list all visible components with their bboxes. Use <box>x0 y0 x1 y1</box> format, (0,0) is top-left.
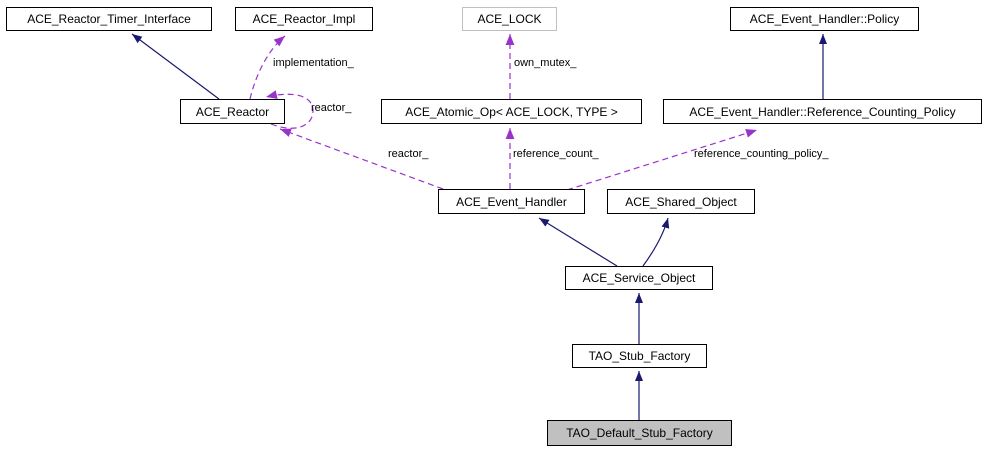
edge-label-reactor: reactor_ <box>388 148 429 160</box>
edge-inheritance-reactor-to-timer-interface <box>131 33 220 100</box>
edge-label-own-mutex: own_mutex_ <box>514 57 577 69</box>
node-ace-shared-object[interactable]: ACE_Shared_Object <box>607 189 755 214</box>
edge-inheritance-serviceobject-to-sharedobject <box>642 217 670 267</box>
edge-usage-reactor <box>279 128 444 190</box>
node-tao-stub-factory[interactable]: TAO_Stub_Factory <box>572 344 707 368</box>
edge-label-reactor-self: reactor_ <box>311 102 352 114</box>
node-ace-lock: ACE_LOCK <box>462 7 557 31</box>
node-ace-reactor-impl[interactable]: ACE_Reactor_Impl <box>235 7 373 31</box>
node-ace-reactor[interactable]: ACE_Reactor <box>180 99 285 124</box>
node-ace-event-handler-reference-counting-policy[interactable]: ACE_Event_Handler::Reference_Counting_Po… <box>663 99 982 124</box>
edge-label-reference-counting-policy: reference_counting_policy_ <box>694 148 829 160</box>
edge-inheritance-serviceobject-to-eventhandler <box>538 217 618 267</box>
edge-label-implementation: implementation_ <box>273 57 354 69</box>
node-ace-reactor-timer-interface[interactable]: ACE_Reactor_Timer_Interface <box>6 7 212 31</box>
node-ace-atomic-op[interactable]: ACE_Atomic_Op< ACE_LOCK, TYPE > <box>381 99 642 124</box>
edge-label-reference-count: reference_count_ <box>513 148 599 160</box>
node-ace-service-object[interactable]: ACE_Service_Object <box>565 266 713 290</box>
node-tao-default-stub-factory: TAO_Default_Stub_Factory <box>547 420 732 446</box>
node-ace-event-handler[interactable]: ACE_Event_Handler <box>438 189 585 214</box>
edge-usage-reference-counting-policy <box>566 129 758 191</box>
edge-usage-reactor-self-loop <box>265 90 314 129</box>
node-ace-event-handler-policy[interactable]: ACE_Event_Handler::Policy <box>730 7 919 31</box>
